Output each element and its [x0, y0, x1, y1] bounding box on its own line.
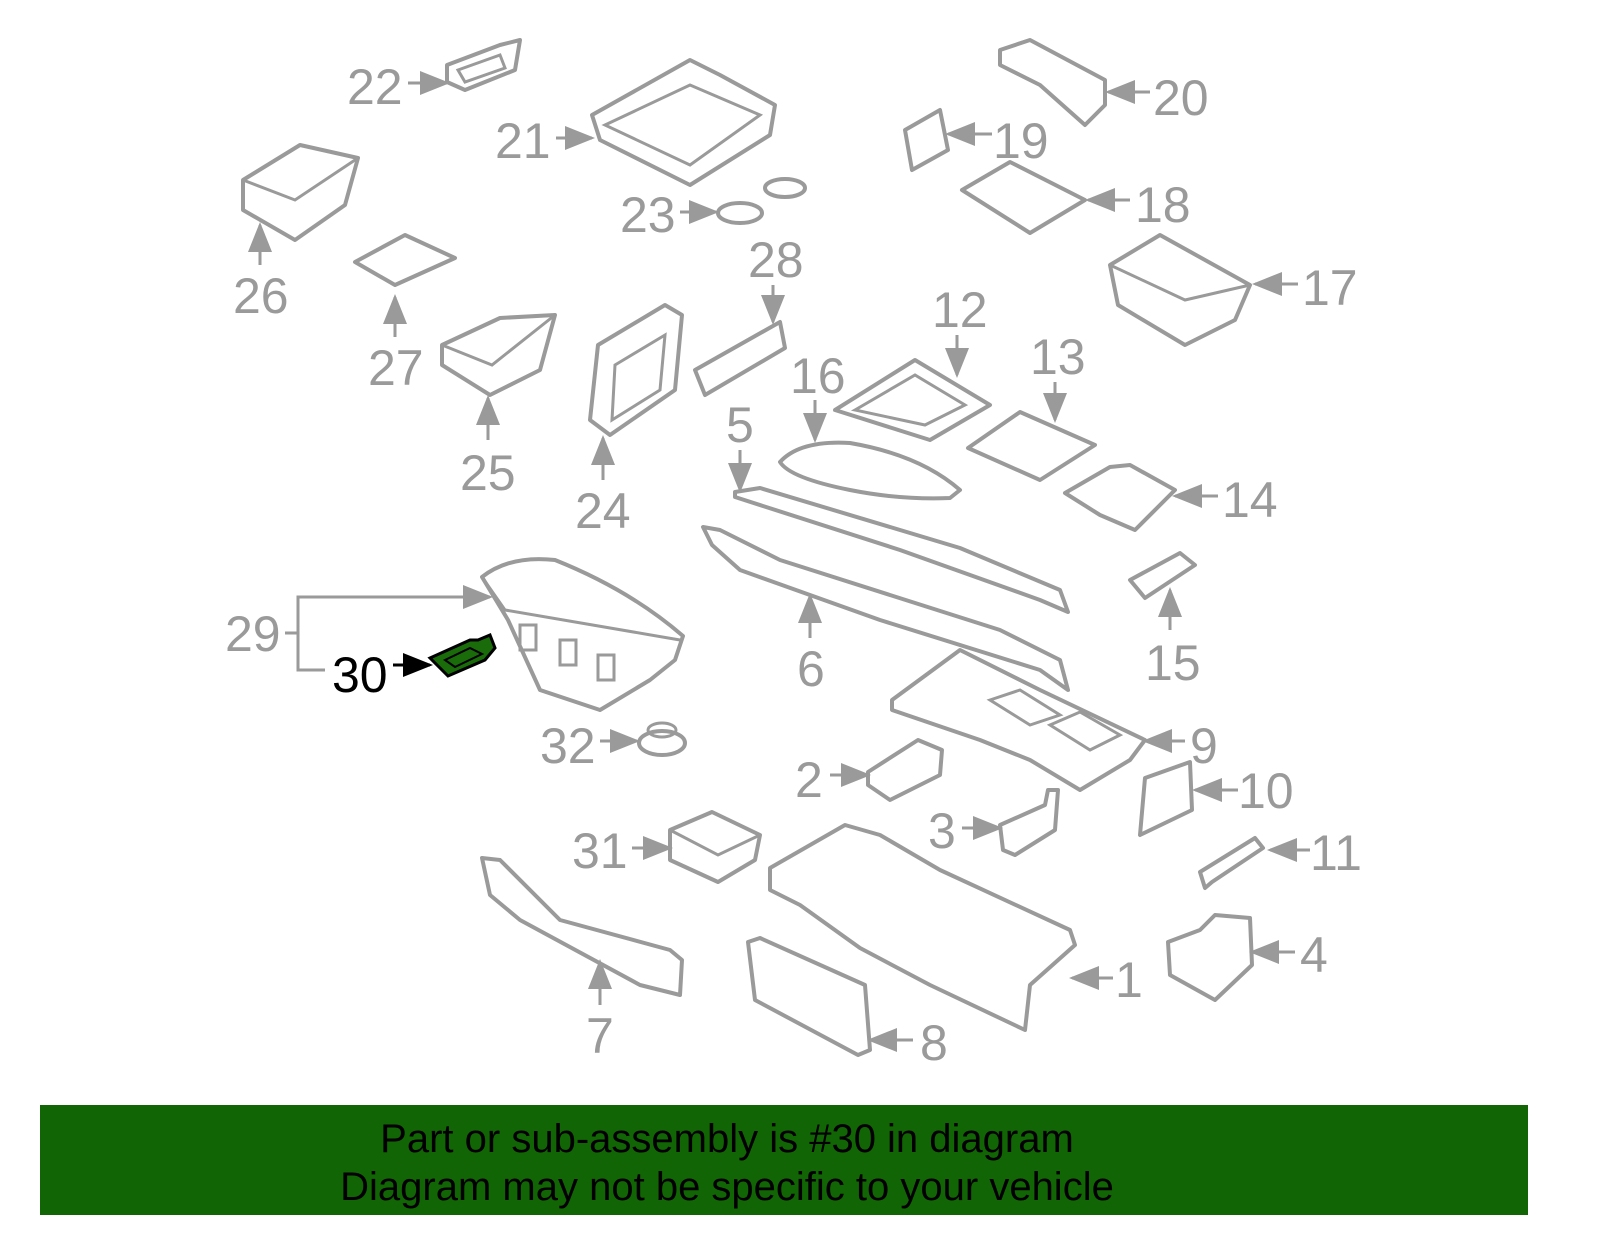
- part-16[interactable]: [778, 440, 962, 501]
- callout-9[interactable]: 9: [1190, 718, 1218, 774]
- callout-32[interactable]: 32: [540, 718, 596, 774]
- part-22[interactable]: [445, 38, 522, 92]
- callout-15[interactable]: 15: [1145, 635, 1201, 691]
- callout-19[interactable]: 19: [993, 113, 1049, 169]
- callout-5[interactable]: 5: [726, 397, 754, 453]
- callout-16[interactable]: 16: [790, 348, 846, 404]
- callout-18[interactable]: 18: [1135, 177, 1191, 233]
- part-27[interactable]: [353, 233, 457, 287]
- part-31[interactable]: [668, 810, 762, 884]
- part-9[interactable]: [890, 648, 1147, 792]
- part-15[interactable]: [1128, 551, 1197, 600]
- part-1[interactable]: [768, 823, 1077, 1032]
- part-23[interactable]: [716, 177, 807, 225]
- callout-7[interactable]: 7: [586, 1008, 614, 1064]
- callout-29[interactable]: 29: [225, 606, 281, 662]
- part-6[interactable]: [701, 525, 1070, 692]
- part-2[interactable]: [866, 738, 944, 802]
- part-12[interactable]: [833, 358, 992, 442]
- part-17[interactable]: [1108, 233, 1252, 347]
- callout-17[interactable]: 17: [1302, 260, 1358, 316]
- callout-31[interactable]: 31: [572, 823, 628, 879]
- part-18[interactable]: [960, 160, 1087, 235]
- callout-12[interactable]: 12: [932, 282, 988, 338]
- callout-1[interactable]: 1: [1115, 952, 1143, 1008]
- part-20[interactable]: [998, 38, 1107, 127]
- part-25[interactable]: [440, 313, 557, 397]
- callout-8[interactable]: 8: [920, 1015, 948, 1071]
- part-29[interactable]: [480, 557, 685, 712]
- callout-2[interactable]: 2: [795, 752, 823, 808]
- callout-6[interactable]: 6: [797, 641, 825, 697]
- callout-3[interactable]: 3: [928, 803, 956, 859]
- part-4[interactable]: [1166, 913, 1254, 1002]
- part-10[interactable]: [1138, 760, 1194, 837]
- callout-14[interactable]: 14: [1222, 472, 1278, 528]
- leader-lines: [248, 71, 1310, 1052]
- part-14[interactable]: [1063, 463, 1177, 532]
- callout-23[interactable]: 23: [620, 187, 676, 243]
- callout-26[interactable]: 26: [233, 268, 289, 324]
- part-28[interactable]: [693, 320, 787, 397]
- part-19[interactable]: [903, 108, 950, 172]
- callout-28[interactable]: 28: [748, 232, 804, 288]
- callout-24[interactable]: 24: [575, 483, 631, 539]
- banner-line-part-number: Part or sub-assembly is #30 in diagram: [380, 1117, 1074, 1161]
- callout-20[interactable]: 20: [1153, 70, 1209, 126]
- callout-27[interactable]: 27: [368, 340, 424, 396]
- callout-25[interactable]: 25: [460, 445, 516, 501]
- part-13[interactable]: [966, 410, 1097, 482]
- callout-30-highlighted[interactable]: 30: [332, 647, 388, 703]
- part-32[interactable]: [637, 721, 687, 757]
- part-8[interactable]: [746, 936, 872, 1057]
- banner-line-disclaimer: Diagram may not be specific to your vehi…: [340, 1165, 1114, 1209]
- part-21[interactable]: [590, 58, 777, 187]
- callout-21[interactable]: 21: [495, 113, 551, 169]
- parts-diagram: 22 21 26 23 20 19 18 17 28 12 27 16 13 5…: [225, 38, 1362, 1071]
- callout-22[interactable]: 22: [347, 59, 403, 115]
- part-11[interactable]: [1198, 836, 1265, 890]
- part-24[interactable]: [588, 303, 684, 437]
- info-banner: Part or sub-assembly is #30 in diagram D…: [40, 1105, 1528, 1215]
- callout-13[interactable]: 13: [1030, 329, 1086, 385]
- callout-11[interactable]: 11: [1310, 825, 1362, 881]
- part-5[interactable]: [733, 486, 1070, 614]
- callout-4[interactable]: 4: [1300, 927, 1328, 983]
- callout-10[interactable]: 10: [1238, 763, 1294, 819]
- part-30-highlighted[interactable]: [427, 633, 497, 678]
- part-26[interactable]: [241, 143, 360, 242]
- part-3[interactable]: [998, 788, 1060, 857]
- part-7[interactable]: [480, 856, 684, 997]
